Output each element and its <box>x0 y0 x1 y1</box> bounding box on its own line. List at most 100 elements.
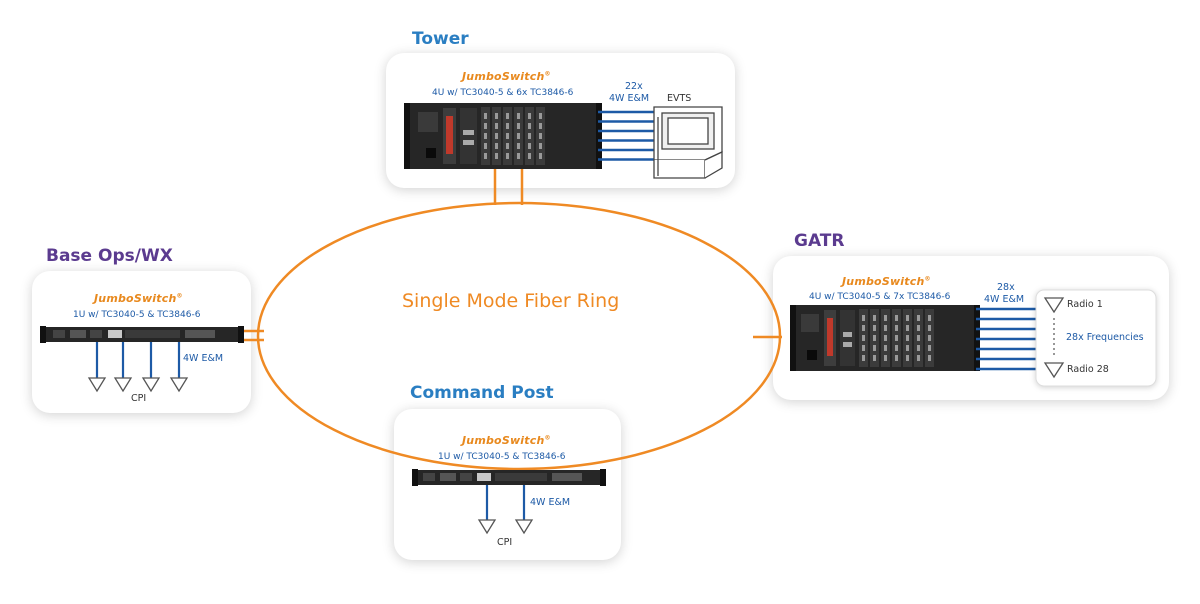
card-port <box>917 345 920 351</box>
radio-frequencies-label: 28x Frequencies <box>1066 332 1144 343</box>
card-port <box>906 315 909 321</box>
tower-link-lines <box>598 110 656 161</box>
card-port <box>862 355 865 361</box>
card-port <box>539 133 542 139</box>
card-port <box>917 315 920 321</box>
card-port <box>517 113 520 119</box>
card-port <box>928 335 931 341</box>
evts-console-icon <box>653 106 723 179</box>
card-port <box>506 113 509 119</box>
card-port <box>862 315 865 321</box>
card-port <box>484 123 487 129</box>
card-port <box>495 123 498 129</box>
command-post-cpi-label: CPI <box>497 537 513 548</box>
gatr-link-count: 28x <box>997 282 1015 293</box>
radio-28-label: Radio 28 <box>1067 364 1109 375</box>
card-port <box>917 325 920 331</box>
card-port <box>517 143 520 149</box>
card-port <box>862 335 865 341</box>
card-port <box>873 355 876 361</box>
card-port <box>506 153 509 159</box>
card-port <box>895 335 898 341</box>
card-port <box>484 143 487 149</box>
gatr-title: GATR <box>794 231 845 251</box>
base-ops-title: Base Ops/WX <box>46 246 173 266</box>
card-port <box>906 335 909 341</box>
card-port <box>873 345 876 351</box>
card-port <box>495 153 498 159</box>
card-port <box>539 123 542 129</box>
card-port <box>884 345 887 351</box>
tower-rack-chassis <box>404 103 602 169</box>
base-ops-rack-chassis <box>40 326 244 343</box>
card-port <box>906 345 909 351</box>
card-port <box>528 133 531 139</box>
card-port <box>495 143 498 149</box>
base-ops-brand-logo: JumboSwitch® <box>94 292 183 305</box>
card-port <box>528 153 531 159</box>
command-post-link-lines <box>485 485 526 522</box>
card-port <box>506 133 509 139</box>
card-port <box>862 325 865 331</box>
card-port <box>528 123 531 129</box>
command-post-title: Command Post <box>410 383 554 403</box>
card-port <box>884 325 887 331</box>
card-port <box>517 153 520 159</box>
command-post-cpi-antennas <box>477 519 534 535</box>
card-port <box>928 345 931 351</box>
radio-1-label: Radio 1 <box>1067 299 1103 310</box>
card-port <box>895 325 898 331</box>
card-port <box>528 113 531 119</box>
card-port <box>884 335 887 341</box>
fiber-ring <box>256 201 782 471</box>
tower-link-type: 4W E&M <box>609 93 650 104</box>
card-port <box>884 315 887 321</box>
base-ops-cpi-antennas <box>87 377 189 393</box>
fiber-ring-label: Single Mode Fiber Ring <box>402 290 620 312</box>
card-port <box>917 355 920 361</box>
command-post-brand-logo: JumboSwitch® <box>462 434 551 447</box>
card-port <box>928 355 931 361</box>
tower-brand-logo: JumboSwitch® <box>462 70 551 83</box>
tower-link-count: 22x <box>625 81 643 92</box>
card-port <box>506 143 509 149</box>
card-port <box>928 315 931 321</box>
card-port <box>539 113 542 119</box>
command-post-model: 1U w/ TC3040-5 & TC3846-6 <box>438 452 566 462</box>
card-port <box>862 345 865 351</box>
card-port <box>539 153 542 159</box>
gatr-link-lines <box>976 307 1036 371</box>
card-port <box>895 315 898 321</box>
card-port <box>906 325 909 331</box>
card-port <box>928 325 931 331</box>
card-port <box>873 335 876 341</box>
card-port <box>895 345 898 351</box>
card-port <box>517 133 520 139</box>
base-ops-link-lines <box>95 342 181 380</box>
base-ops-model: 1U w/ TC3040-5 & TC3846-6 <box>73 310 201 320</box>
tower-rack-cards <box>481 107 545 165</box>
card-port <box>484 153 487 159</box>
card-port <box>517 123 520 129</box>
base-ops-link-type: 4W E&M <box>183 353 224 364</box>
card-port <box>495 113 498 119</box>
card-port <box>484 113 487 119</box>
command-post-rack-chassis <box>412 469 606 486</box>
card-port <box>528 143 531 149</box>
tower-title: Tower <box>412 29 469 49</box>
radio-antenna-icons <box>1043 297 1065 379</box>
card-port <box>917 335 920 341</box>
card-port <box>873 325 876 331</box>
radio-group-box <box>1035 289 1157 387</box>
card-port <box>539 143 542 149</box>
card-port <box>895 355 898 361</box>
gatr-rack-cards <box>859 309 934 367</box>
command-post-link-type: 4W E&M <box>530 497 571 508</box>
tower-model: 4U w/ TC3040-5 & 6x TC3846-6 <box>432 88 574 98</box>
evts-label: EVTS <box>667 93 692 104</box>
tower-fiber-connectors <box>493 165 524 205</box>
card-port <box>484 133 487 139</box>
card-port <box>884 355 887 361</box>
card-port <box>906 355 909 361</box>
